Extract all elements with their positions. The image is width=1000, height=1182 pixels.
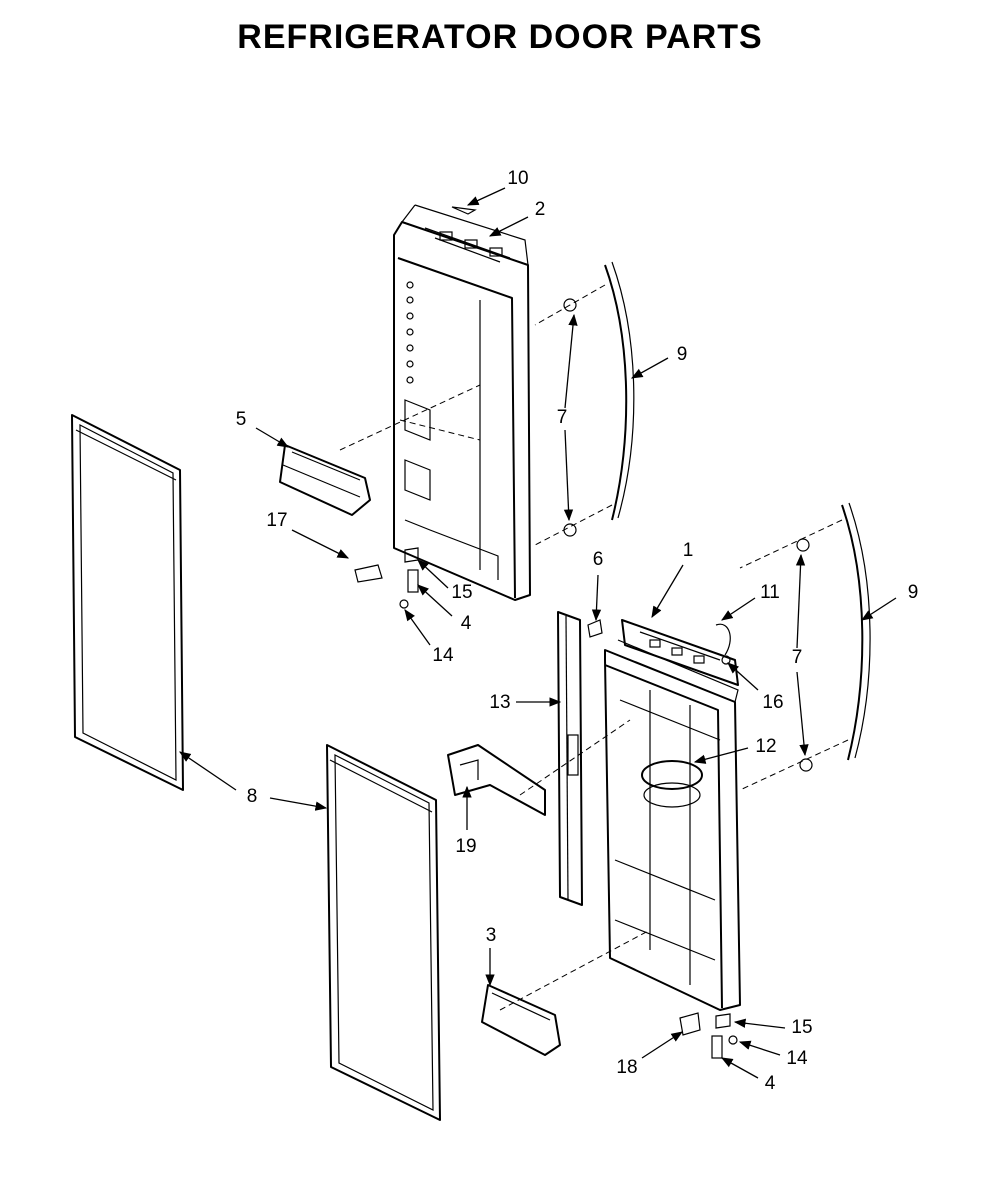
right-door-liner <box>604 639 741 1011</box>
callout-6: 6 <box>593 549 604 570</box>
callout-8: 8 <box>247 786 258 807</box>
callout-3: 3 <box>486 925 497 946</box>
right-door-gasket <box>326 744 441 1121</box>
callout-1: 1 <box>683 540 694 561</box>
callout-4: 4 <box>765 1073 776 1094</box>
callout-14: 14 <box>432 645 454 666</box>
callout-19: 19 <box>455 836 476 857</box>
handle-mount-post <box>563 523 577 537</box>
callout-4: 4 <box>461 613 472 634</box>
door-stop <box>587 619 603 638</box>
callout-labels: 10 2 9 7 5 17 15 4 14 6 1 11 9 7 16 13 1… <box>236 168 919 1094</box>
bracket <box>447 744 546 816</box>
right-door-cap <box>621 619 739 686</box>
handle-mount-post <box>799 758 813 772</box>
left-door-bin <box>279 444 371 516</box>
hinge-pin-left <box>407 569 419 593</box>
right-handle <box>841 502 871 761</box>
callout-10: 10 <box>507 168 528 189</box>
callout-13: 13 <box>489 692 510 713</box>
callout-9: 9 <box>677 344 688 365</box>
right-door-bin <box>481 984 561 1056</box>
left-door-liner <box>393 204 531 601</box>
callout-7: 7 <box>557 407 568 428</box>
callout-11: 11 <box>760 582 780 603</box>
wire-harness <box>715 623 731 656</box>
callout-16: 16 <box>762 692 783 713</box>
grommet <box>721 655 731 665</box>
cam-right <box>715 1013 731 1029</box>
hinge-pin-right <box>711 1035 723 1059</box>
leader-arrows <box>179 187 897 1079</box>
washer-right <box>728 1035 738 1045</box>
dispenser-cup <box>641 760 703 808</box>
callout-12: 12 <box>755 736 776 757</box>
hinge-clip-left <box>354 564 383 583</box>
hinge-strip <box>557 611 583 906</box>
handle-mount-post <box>563 298 577 312</box>
callout-18: 18 <box>616 1057 637 1078</box>
callout-5: 5 <box>236 409 247 430</box>
callout-15: 15 <box>451 582 472 603</box>
hinge-clip-right <box>679 1012 701 1036</box>
callout-2: 2 <box>535 199 546 220</box>
callout-14: 14 <box>786 1048 808 1069</box>
top-clip <box>451 206 477 215</box>
left-door-gasket <box>71 414 184 791</box>
callout-9: 9 <box>908 582 919 603</box>
callout-17: 17 <box>266 510 287 531</box>
page-title: REFRIGERATOR DOOR PARTS <box>237 18 763 56</box>
washer-left <box>399 599 409 609</box>
left-handle <box>604 261 635 521</box>
callout-7: 7 <box>792 647 803 668</box>
handle-mount-post <box>796 538 810 552</box>
assembly-lines <box>339 284 849 1011</box>
callout-15: 15 <box>791 1017 812 1038</box>
